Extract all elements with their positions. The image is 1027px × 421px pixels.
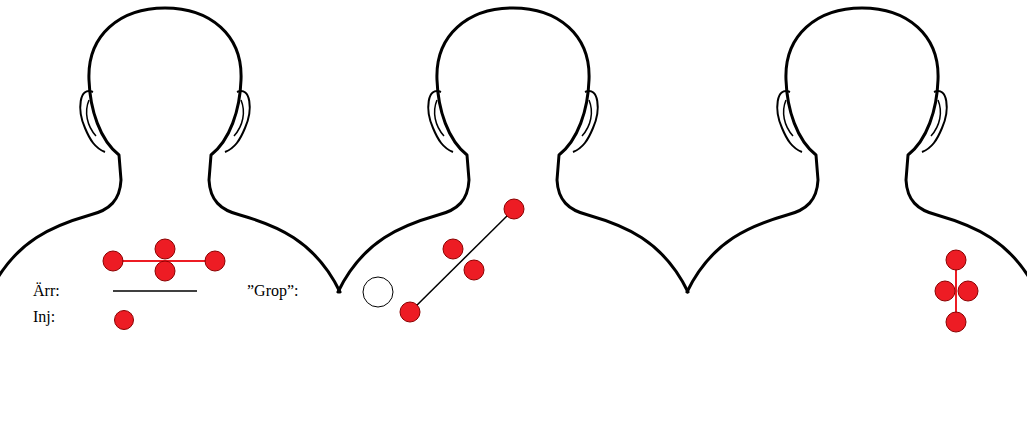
- figure-two-marks: [400, 199, 524, 322]
- injection-dot: [946, 250, 966, 270]
- injection-dot: [205, 251, 225, 271]
- pit-sample: [363, 277, 393, 307]
- head-outline: [687, 8, 1027, 292]
- figure-three-marks: [935, 250, 978, 332]
- injection-dot: [103, 251, 123, 271]
- injection-dot: [155, 261, 175, 281]
- scar-line: [410, 209, 514, 312]
- injection-dot: [155, 239, 175, 259]
- injection-dot: [958, 281, 978, 301]
- injection-dot: [443, 239, 463, 259]
- scar-sample: [113, 290, 197, 292]
- legend-label: Ärr:: [33, 281, 60, 300]
- legend-label: Inj:: [33, 307, 55, 326]
- injection-dot: [935, 281, 955, 301]
- injection-dot: [464, 260, 484, 280]
- head-outline: [338, 8, 688, 292]
- injection-dot: [946, 312, 966, 332]
- legend-label: ”Grop”:: [247, 281, 299, 300]
- injection-dot: [400, 302, 420, 322]
- figure-one-marks: [103, 239, 225, 281]
- head-outline: [0, 8, 340, 292]
- injection-swatch: [114, 310, 134, 330]
- injection-dot: [504, 199, 524, 219]
